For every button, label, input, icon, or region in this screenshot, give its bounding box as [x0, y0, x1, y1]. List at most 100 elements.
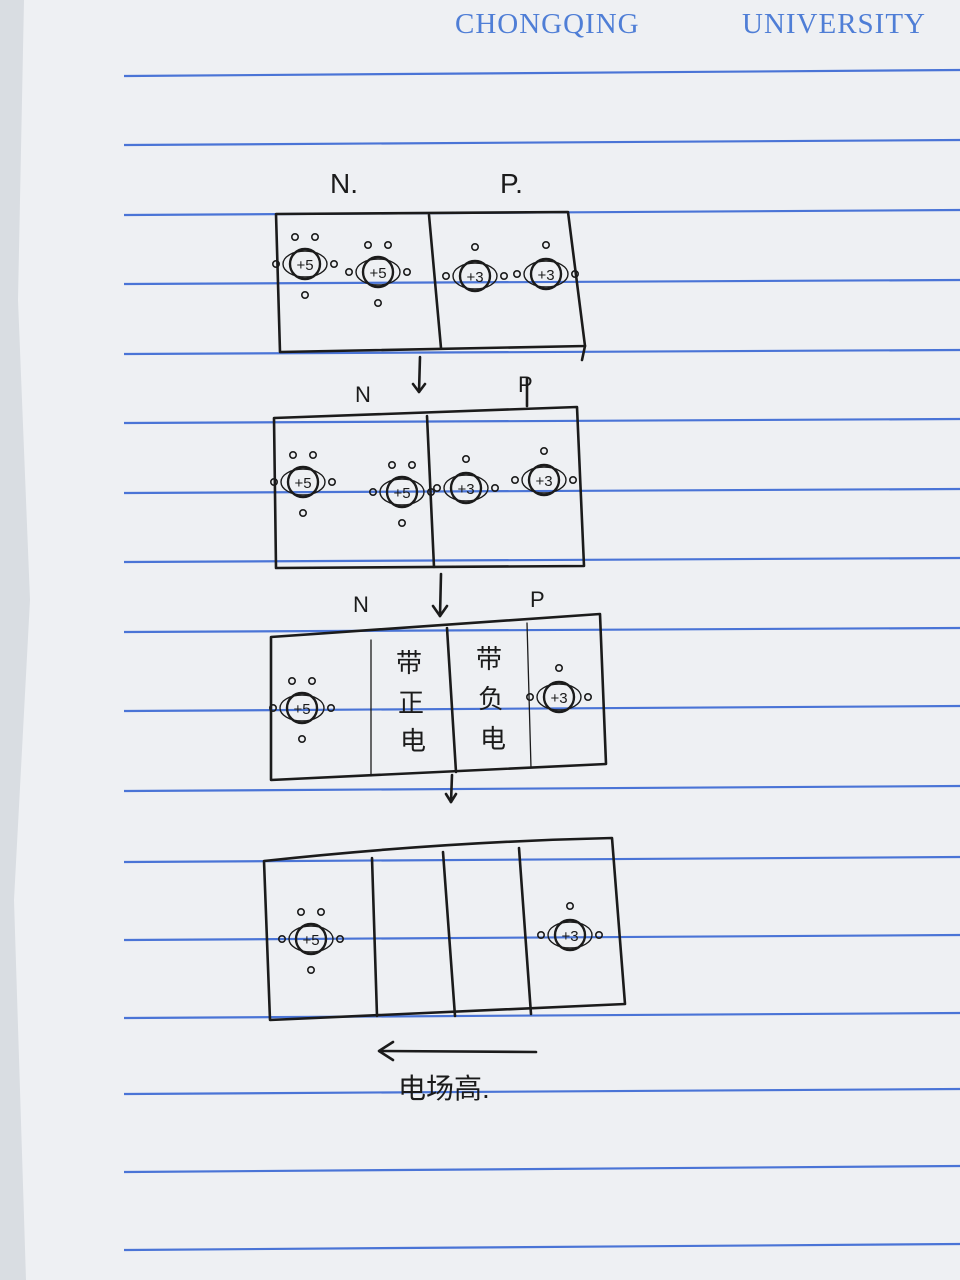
charge-label: +5 — [369, 265, 386, 282]
down-arrow-3-head — [444, 792, 458, 804]
electron-dot — [470, 243, 479, 252]
electron-dot — [373, 298, 382, 307]
charge-label: +5 — [294, 475, 311, 492]
charge-label: +3 — [561, 928, 578, 945]
positive-zone-char-1: 带 — [396, 648, 422, 678]
atom: +5 — [271, 233, 338, 299]
atom: +5 — [269, 450, 336, 517]
electron-dot — [363, 241, 372, 250]
electron-dot — [499, 271, 508, 280]
electron-dot — [288, 450, 297, 459]
atom: +3 — [536, 901, 603, 952]
atom: +5 — [344, 241, 411, 307]
electron-dot — [594, 930, 603, 939]
electron-dot — [432, 483, 441, 492]
negative-zone-char-3: 电 — [480, 724, 506, 754]
stage4-boxes — [262, 836, 627, 1022]
orbit-ring — [280, 468, 326, 496]
electron-dot — [510, 475, 519, 484]
electron-dot — [326, 703, 335, 712]
orbit-ring — [547, 921, 593, 949]
electron-dot — [397, 518, 406, 527]
electron-dot — [310, 233, 319, 242]
orbit-ring — [279, 694, 325, 722]
stage2-boxes — [272, 376, 586, 570]
electron-dot — [490, 483, 499, 492]
electron-dot — [541, 241, 550, 250]
electron-dot — [583, 692, 592, 701]
atom: +3 — [512, 241, 579, 291]
electron-dot — [329, 259, 338, 268]
header-university: UNIVERSITY — [742, 8, 926, 40]
nucleus-circle — [458, 259, 492, 293]
electron-dot — [297, 734, 306, 743]
nucleus-circle — [553, 918, 587, 952]
orbit-ring — [523, 260, 569, 288]
stage1-label-p: P. — [500, 168, 523, 199]
orbit-ring — [521, 466, 567, 494]
atom: +3 — [432, 454, 499, 505]
nucleus-circle — [527, 463, 561, 497]
electron-dot — [277, 934, 286, 943]
stage2-label-n: N — [355, 382, 371, 407]
electron-dot — [568, 475, 577, 484]
atom: +3 — [525, 663, 592, 714]
down-arrow-2-head — [431, 604, 449, 618]
electron-dot — [306, 965, 315, 974]
electron-dot — [536, 930, 545, 939]
down-arrow-3 — [449, 773, 454, 804]
nucleus-circle — [542, 680, 576, 714]
electron-dot — [525, 692, 534, 701]
electron-dot — [268, 703, 277, 712]
atom: +5 — [368, 460, 435, 527]
electron-dot — [316, 907, 325, 916]
positive-zone-text: 带 正 电 — [396, 648, 426, 756]
charge-label: +5 — [393, 485, 410, 502]
negative-zone-text: 带 负 电 — [476, 644, 506, 754]
nucleus-circle — [288, 247, 322, 281]
electron-dot — [290, 233, 299, 242]
electron-dot — [512, 269, 521, 278]
field-arrow-head — [377, 1040, 395, 1062]
electron-dot — [269, 477, 278, 486]
orbit-ring — [288, 925, 334, 953]
field-arrow — [379, 1049, 538, 1054]
electron-dot — [554, 663, 563, 672]
stage3-boxes — [269, 612, 608, 782]
handwritten-diagram — [262, 210, 627, 1062]
electron-dot — [402, 267, 411, 276]
electron-dot — [368, 487, 377, 496]
electron-dot — [287, 676, 296, 685]
stage3-label-p: P — [530, 587, 545, 612]
nucleus-circle — [529, 257, 563, 291]
nucleus-circle — [285, 691, 319, 725]
electron-dot — [387, 460, 396, 469]
negative-zone-char-2: 负 — [478, 684, 504, 714]
down-arrow-1-head — [411, 382, 427, 394]
stage1-label-n: N. — [330, 168, 358, 199]
electron-dot — [296, 907, 305, 916]
orbit-ring — [355, 258, 401, 286]
atom: +5 — [277, 907, 344, 974]
page-edge-shadow — [0, 0, 30, 1280]
electron-dot — [335, 934, 344, 943]
orbit-ring — [282, 250, 328, 278]
atom: +3 — [441, 243, 508, 293]
nucleus-circle — [449, 471, 483, 505]
electron-dot — [539, 446, 548, 455]
orbit-ring — [536, 683, 582, 711]
nucleus-circle — [294, 922, 328, 956]
electron-dot — [383, 241, 392, 250]
charge-label: +5 — [296, 257, 313, 274]
stage3-label-n: N — [353, 592, 369, 617]
electron-dot — [565, 901, 574, 910]
atom: +5 — [268, 676, 335, 743]
electron-dot — [426, 487, 435, 496]
electron-dot — [461, 454, 470, 463]
orbit-ring — [452, 262, 498, 290]
electron-dot — [441, 271, 450, 280]
electron-dot — [298, 508, 307, 517]
electron-dot — [271, 259, 280, 268]
stage2-label-p: P — [518, 372, 533, 397]
